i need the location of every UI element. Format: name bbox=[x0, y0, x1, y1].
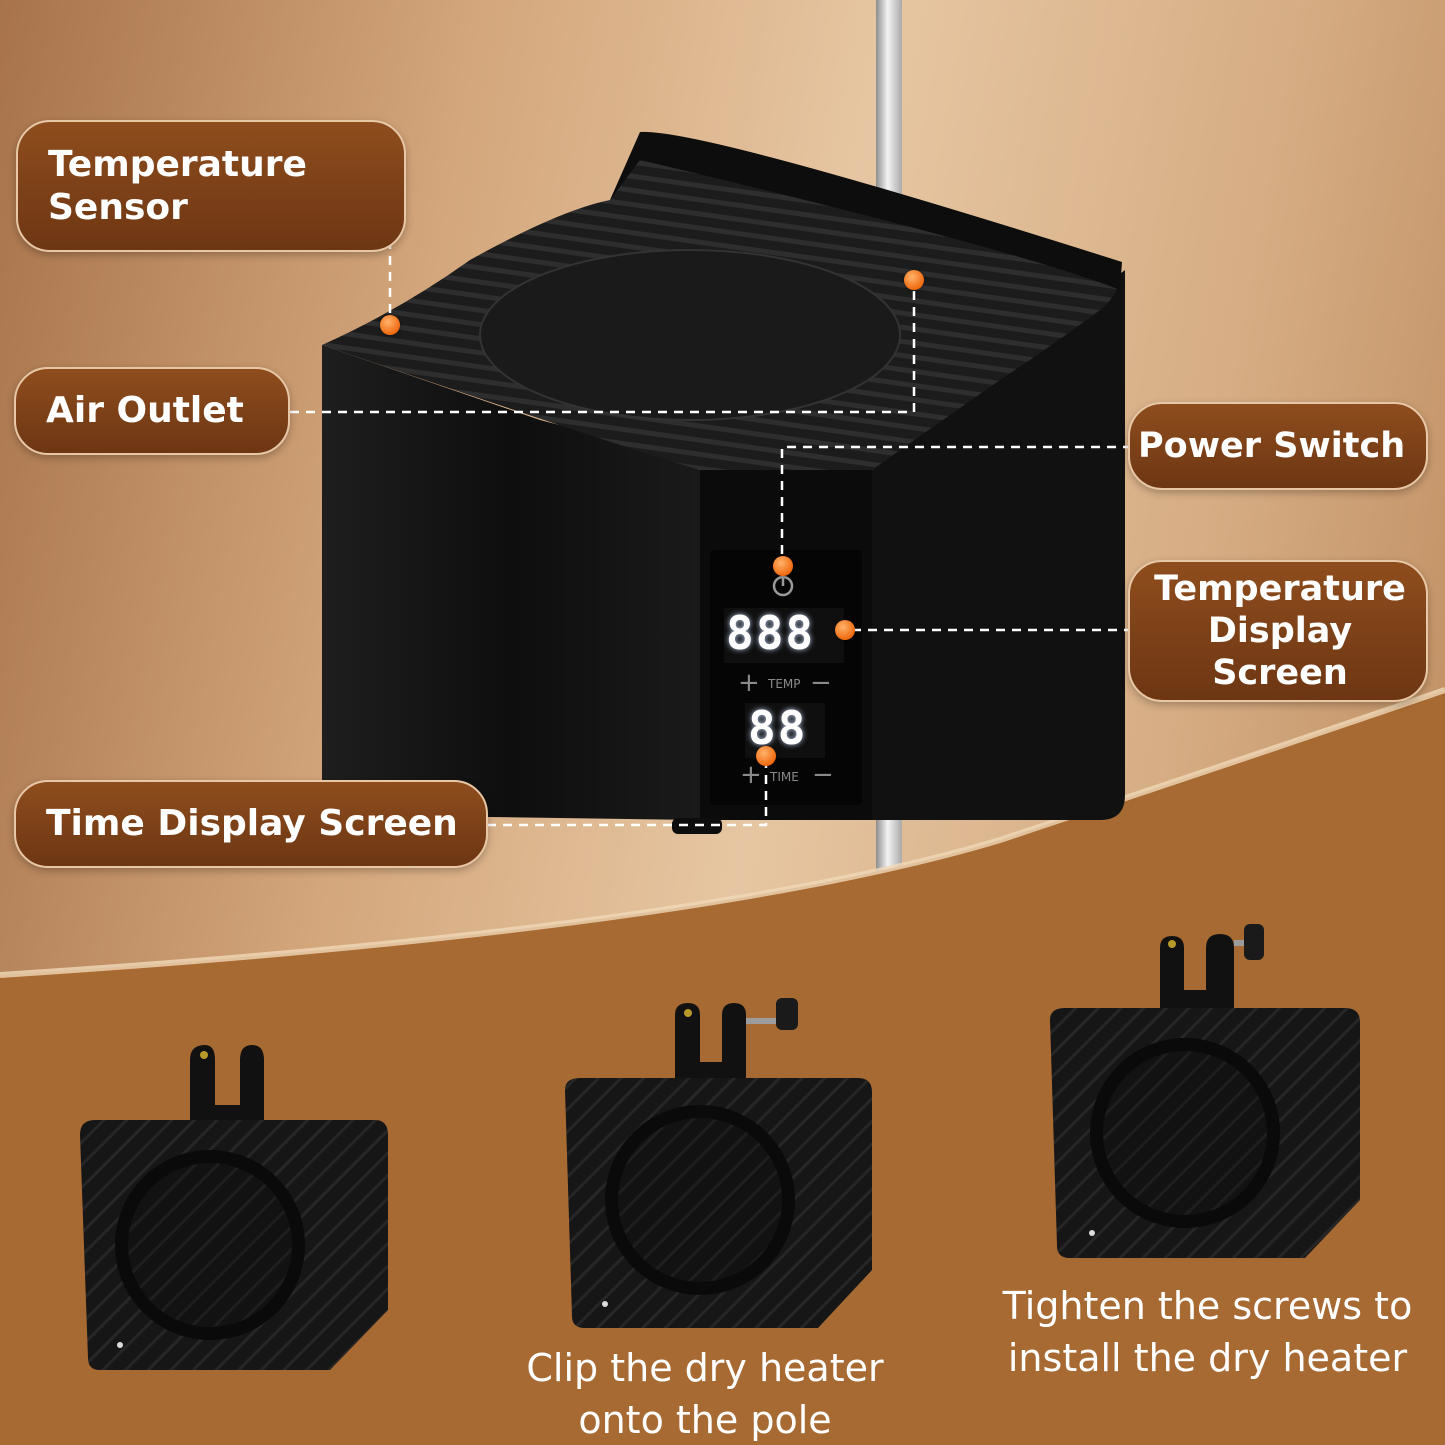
step-2-caption: Clip the dry heater onto the pole bbox=[480, 1342, 930, 1445]
temp-minus-button[interactable]: − bbox=[810, 668, 832, 698]
temperature-display-label-line2: Display Screen bbox=[1207, 611, 1353, 693]
step-2-caption-line1: Clip the dry heater bbox=[526, 1346, 884, 1390]
temperature-sensor-callout: Temperature Sensor bbox=[16, 120, 406, 252]
temp-label: TEMP bbox=[768, 677, 801, 691]
temperature-display-digits: 888 bbox=[726, 606, 816, 660]
temperature-sensor-label-line1: Temperature bbox=[48, 143, 307, 185]
air-outlet-marker bbox=[904, 270, 924, 290]
temperature-sensor-label-line2: Sensor bbox=[48, 187, 188, 228]
power-icon[interactable] bbox=[772, 574, 794, 597]
heater-step-2 bbox=[565, 998, 872, 1328]
step-3-caption: Tighten the screws to install the dry he… bbox=[975, 1280, 1440, 1384]
heater-step-3 bbox=[1050, 924, 1360, 1258]
heater-step-1 bbox=[80, 1045, 388, 1370]
step-3-caption-line2: install the dry heater bbox=[1007, 1336, 1408, 1380]
temperature-display-callout: Temperature Display Screen bbox=[1128, 560, 1428, 702]
temperature-display-marker bbox=[835, 620, 855, 640]
time-plus-button[interactable]: + bbox=[740, 760, 762, 790]
air-outlet-callout: Air Outlet bbox=[14, 367, 290, 455]
time-display-label: Time Display Screen bbox=[46, 803, 458, 845]
time-display-marker bbox=[756, 746, 776, 766]
air-outlet-label: Air Outlet bbox=[46, 390, 244, 432]
time-display-callout: Time Display Screen bbox=[14, 780, 488, 868]
time-display-digits: 88 bbox=[748, 701, 808, 755]
temperature-display-label-line1: Temperature bbox=[1154, 569, 1406, 609]
temperature-sensor-marker bbox=[380, 315, 400, 335]
step-3-caption-line1: Tighten the screws to bbox=[1002, 1284, 1413, 1328]
time-label: TIME bbox=[770, 770, 799, 784]
temp-plus-button[interactable]: + bbox=[738, 668, 760, 698]
power-switch-marker bbox=[773, 556, 793, 576]
power-switch-callout: Power Switch bbox=[1128, 402, 1428, 490]
power-switch-label: Power Switch bbox=[1138, 426, 1406, 466]
time-minus-button[interactable]: − bbox=[812, 760, 834, 790]
step-2-caption-line2: onto the pole bbox=[578, 1398, 832, 1442]
